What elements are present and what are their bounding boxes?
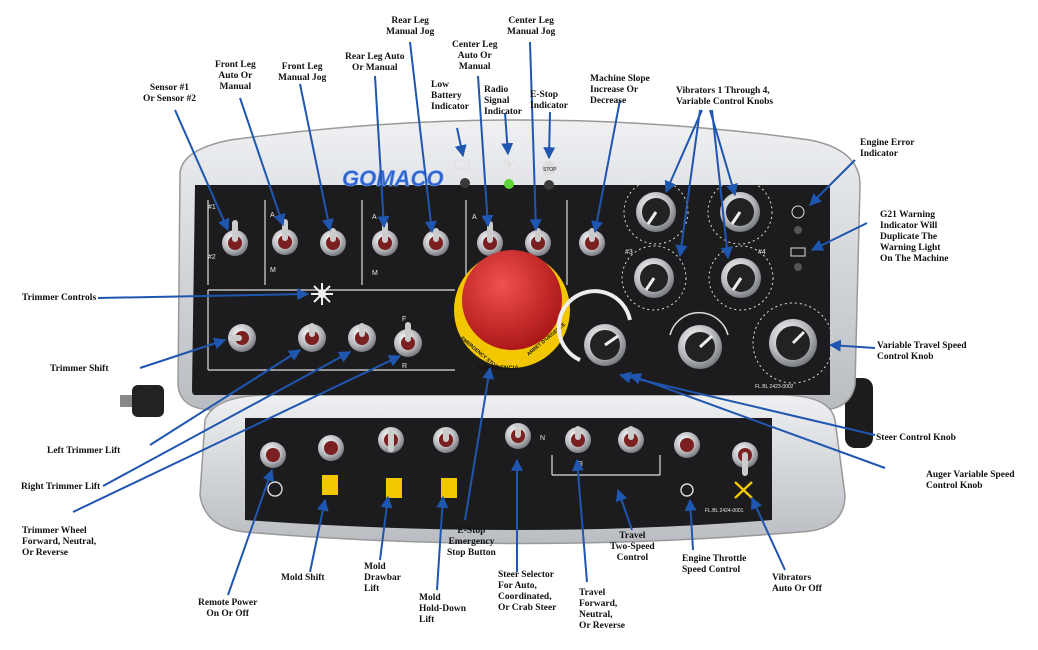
- callout-auger-speed: Auger Variable Speed Control Knob: [926, 470, 1015, 491]
- callout-travel-fnr: Travel Forward, Neutral, Or Reverse: [579, 588, 625, 631]
- estop-ring-text-1: EMERGENCIA: [478, 366, 519, 372]
- mark-trimmer-forward: F: [402, 316, 406, 323]
- travel-fnr-switch[interactable]: [565, 426, 591, 453]
- mark-sensor-2: #2: [208, 254, 216, 261]
- sensor-select-switch[interactable]: [222, 220, 248, 256]
- steer-selector-switch[interactable]: [505, 423, 531, 449]
- callout-engine-throttle: Engine Throttle Speed Control: [682, 554, 747, 575]
- mark-rear-auto: A: [372, 214, 377, 221]
- trimmer-shift-switch[interactable]: [228, 324, 256, 352]
- callout-mold-holddown: Mold Hold-Down Lift: [419, 593, 466, 625]
- callout-sensor: Sensor #1 Or Sensor #2: [143, 83, 196, 104]
- vibrator-knob-2[interactable]: [707, 179, 773, 245]
- callout-machine-slope: Machine Slope Increase Or Decrease: [590, 74, 650, 106]
- g21-warning-indicator: [790, 247, 806, 271]
- mark-front-manual: M: [270, 267, 276, 274]
- callout-center-leg-auto: Center Leg Auto Or Manual: [452, 40, 498, 72]
- callout-front-leg-jog: Front Leg Manual Jog: [278, 62, 327, 83]
- callout-g21-warning: G21 Warning Indicator Will Duplicate The…: [880, 210, 949, 264]
- vibrator-knob-3[interactable]: [621, 245, 687, 311]
- mark-travel-reverse: R: [578, 461, 583, 468]
- callout-rear-leg-auto: Rear Leg Auto Or Manual: [345, 52, 405, 73]
- lower-part-number: FL.BL 2424-0001: [705, 508, 744, 514]
- front-leg-auto-manual-switch[interactable]: [272, 219, 298, 255]
- callout-estop-indicator: E-Stop Indicator: [530, 90, 568, 111]
- callout-right-trimmer-lift: Right Trimmer Lift: [21, 482, 101, 492]
- callout-variable-travel-speed: Variable Travel Speed Control Knob: [877, 341, 967, 362]
- callout-center-leg-jog: Center Leg Manual Jog: [507, 16, 556, 37]
- mark-rear-manual: M: [372, 270, 378, 277]
- estop-indicator: STOP: [542, 161, 557, 190]
- mark-vib-2: #2: [755, 179, 763, 186]
- mark-travel-forward: F: [578, 410, 582, 417]
- callout-remote-power: Remote Power On Or Off: [198, 598, 258, 619]
- mark-steer-neutral: N: [540, 435, 545, 442]
- callout-left-trimmer-lift: Left Trimmer Lift: [47, 446, 121, 456]
- mark-trimmer-reverse: R: [402, 363, 407, 370]
- radio-signal-indicator: [503, 159, 515, 189]
- mark-center-auto: A: [472, 214, 477, 221]
- mark-vib-1: #1: [625, 179, 633, 186]
- callout-front-leg-auto: Front Leg Auto Or Manual: [215, 60, 256, 92]
- auger-speed-knob[interactable]: [669, 311, 729, 369]
- callout-engine-error: Engine Error Indicator: [860, 138, 915, 159]
- mold-hold-down-lift-switch[interactable]: [433, 427, 459, 498]
- antenna-connector-left: [120, 385, 164, 417]
- upper-part-number: FL.BL 2423-0002: [755, 384, 794, 390]
- callout-travel-two-speed: Travel Two-Speed Control: [610, 531, 655, 563]
- callout-radio-signal: Radio Signal Indicator: [484, 85, 522, 117]
- callout-vibrators-knobs: Vibrators 1 Through 4, Variable Control …: [676, 86, 774, 107]
- low-battery-indicator: [454, 159, 470, 188]
- left-trimmer-lift-switch[interactable]: [298, 323, 326, 352]
- vibrator-knob-4[interactable]: [708, 245, 774, 311]
- front-leg-jog-switch[interactable]: [320, 228, 346, 256]
- trimmer-star-icon: [311, 283, 333, 305]
- mark-vib-4: #4: [758, 249, 766, 256]
- callout-steer-control-knob: Steer Control Knob: [876, 433, 956, 443]
- trimmer-wheel-switch[interactable]: [394, 322, 422, 357]
- vibrator-knob-1[interactable]: [623, 179, 689, 245]
- mark-front-auto: A: [270, 212, 275, 219]
- callout-mold-drawbar: Mold Drawbar Lift: [364, 562, 401, 594]
- callout-vibrators-auto: Vibrators Auto Or Off: [772, 573, 822, 594]
- callout-trimmer-wheel: Trimmer Wheel Forward, Neutral, Or Rever…: [22, 526, 97, 558]
- callout-mold-shift: Mold Shift: [281, 573, 325, 583]
- callout-steer-selector: Steer Selector For Auto, Coordinated, Or…: [498, 570, 557, 613]
- steer-control-knob[interactable]: [556, 289, 632, 366]
- brand-logo: GOMACO: [342, 166, 443, 191]
- callout-trimmer-shift: Trimmer Shift: [50, 364, 109, 374]
- callout-estop-button: E-Stop Emergency Stop Button: [447, 526, 496, 558]
- callout-rear-leg-jog: Rear Leg Manual Jog: [386, 16, 435, 37]
- engine-error-indicator: [791, 205, 805, 234]
- estop-indicator-label: STOP: [543, 167, 557, 173]
- callout-trimmer-controls: Trimmer Controls: [22, 293, 97, 303]
- mark-sensor-1: #1: [208, 204, 216, 211]
- travel-speed-knob[interactable]: [752, 302, 834, 384]
- callout-low-battery: Low Battery Indicator: [431, 80, 469, 112]
- right-trimmer-lift-switch[interactable]: [348, 323, 376, 352]
- center-leg-jog-switch[interactable]: [525, 228, 551, 256]
- mark-vib-3: #3: [625, 249, 633, 256]
